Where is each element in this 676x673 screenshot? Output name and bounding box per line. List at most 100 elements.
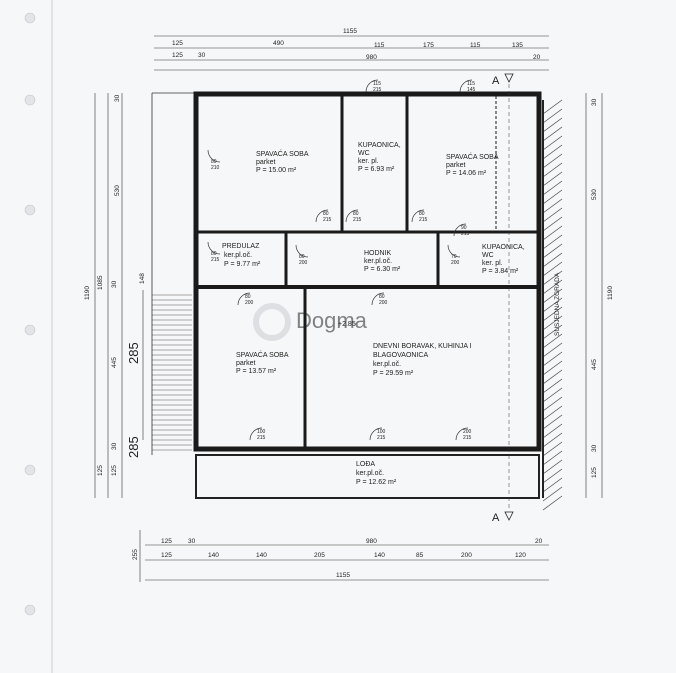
door-tag-14-1: 145: [467, 87, 476, 93]
hatch-line-22: [542, 297, 563, 313]
hatch-line-31: [542, 378, 563, 394]
door-swing-icon: [459, 79, 473, 93]
hall-entry-floor: ker.pl.oč.: [224, 252, 252, 259]
door-swing-icon: [369, 427, 383, 441]
room-bed3: SPAVAĆA SOBA parket P = 13.57 m²: [236, 350, 289, 375]
hatch-line-8: [542, 171, 563, 187]
loggia-name: LOĐA: [356, 461, 375, 468]
dim-left-1085: 1085: [97, 275, 104, 290]
door-tag-7-1: 200: [451, 260, 460, 266]
bed3-area: P = 13.57 m²: [236, 368, 277, 375]
left-dimensions: [94, 93, 144, 498]
section-arrow-top-icon: [504, 73, 514, 83]
door-tag-1-1: 210: [211, 165, 220, 171]
door-swing-icon: [371, 292, 385, 306]
dim-bot2-200: 200: [461, 552, 472, 559]
bed2-area: P = 14.06 m²: [446, 170, 487, 177]
door-tag-12-1: 215: [463, 435, 472, 441]
door-tag-5-1: 215: [211, 257, 220, 263]
door-swing-icon: [249, 427, 263, 441]
dim-top-115b: 115: [470, 42, 481, 49]
dim-top-490: 490: [273, 40, 284, 47]
hatch-line-4: [542, 135, 563, 151]
binder-hole-4: [24, 464, 36, 476]
door-swing-icon: [237, 292, 251, 306]
dim-bot2-140b: 140: [256, 552, 267, 559]
dim-top-175: 175: [423, 42, 434, 49]
dim-right-30b: 30: [591, 444, 598, 452]
room-bath1: KUPAONICA, WC ker. pl. P = 6.93 m²: [358, 142, 401, 173]
door-tag-13-0: 115: [373, 81, 381, 87]
hatch-line-10: [542, 189, 563, 205]
door-tag-8-1: 200: [245, 300, 254, 306]
dim-bot-20: 20: [535, 538, 543, 545]
dim-top-115a: 115: [374, 42, 385, 49]
hatch-line-18: [542, 261, 563, 277]
hatch-line-43: [542, 486, 563, 502]
door-swing-icon: [447, 244, 461, 258]
dim-bot-30: 30: [188, 538, 196, 545]
door-tag-10-1: 215: [257, 435, 266, 441]
dim-top-total: 1155: [343, 28, 357, 35]
hatch-line-5: [542, 144, 563, 160]
hatch-line-19: [542, 270, 563, 286]
door-tag-6-0: 80: [299, 254, 305, 260]
hatch-line-30: [542, 369, 563, 385]
bed3-name: SPAVAĆA SOBA: [236, 350, 289, 359]
hatch-line-13: [542, 216, 563, 232]
bath2-name2: WC: [482, 252, 494, 259]
hatch-line-15: [542, 234, 563, 250]
dim-left-530: 530: [114, 185, 121, 196]
bath1-name2: WC: [358, 150, 370, 157]
hatch-line-3: [542, 126, 563, 142]
watermark-text: Dogma: [296, 308, 368, 333]
dim-left-30c: 30: [111, 442, 118, 450]
dim-left-125b: 125: [97, 465, 104, 476]
door-tag-8-0: 80: [245, 294, 251, 300]
room-bath2: KUPAONICA, WC ker. pl. P = 3.84 m²: [482, 244, 525, 275]
hatch-line-40: [542, 459, 563, 475]
hatch-line-29: [542, 360, 563, 376]
binder-hole-0: [24, 12, 36, 24]
door-swing-icon: [295, 244, 309, 258]
dim-left-148: 148: [139, 273, 146, 284]
door-tag-1-0: 80: [211, 159, 217, 165]
door-swing-icon: [345, 209, 359, 223]
hatch-line-23: [542, 306, 563, 322]
hatch-line-44: [542, 495, 563, 511]
door-tag-13-1: 215: [373, 87, 382, 93]
hatch-line-7: [542, 162, 563, 178]
door-swing-icon: [455, 427, 469, 441]
dim-top-135: 135: [512, 42, 523, 49]
dim-right-530: 530: [591, 189, 598, 200]
bed3-floor: parket: [236, 360, 256, 367]
hatch-line-35: [542, 414, 563, 430]
dim-bot2-120: 120: [515, 552, 526, 559]
dim-bot-980: 980: [366, 538, 377, 545]
hatch-line-0: [542, 99, 563, 115]
neighbor-building-label: SUSJEDNA ZGRADA: [554, 272, 561, 336]
dim-right-125: 125: [591, 467, 598, 478]
dim-bot2-205: 205: [314, 552, 325, 559]
dim-top2-125: 125: [172, 52, 183, 59]
hatch-line-34: [542, 405, 563, 421]
hatch-line-20: [542, 279, 563, 295]
bath1-floor: ker. pl.: [358, 158, 379, 165]
hatch-line-25: [542, 324, 563, 340]
section-arrow-bottom-icon: [504, 511, 514, 521]
bed1-area: P = 15.00 m²: [256, 167, 297, 174]
dim-bot-125: 125: [161, 538, 172, 545]
door-tag-12-0: 200: [463, 429, 472, 435]
hatch-line-17: [542, 252, 563, 268]
dim-top-125: 125: [172, 40, 183, 47]
hatch-line-1: [542, 108, 563, 124]
loggia-area: P = 12.62 m²: [356, 479, 397, 486]
room-bed1: SPAVAĆA SOBA parket P = 15.00 m²: [256, 149, 309, 174]
door-swing-icon: [315, 209, 329, 223]
stair: [152, 294, 192, 451]
dim-left-1190: 1190: [84, 286, 91, 300]
